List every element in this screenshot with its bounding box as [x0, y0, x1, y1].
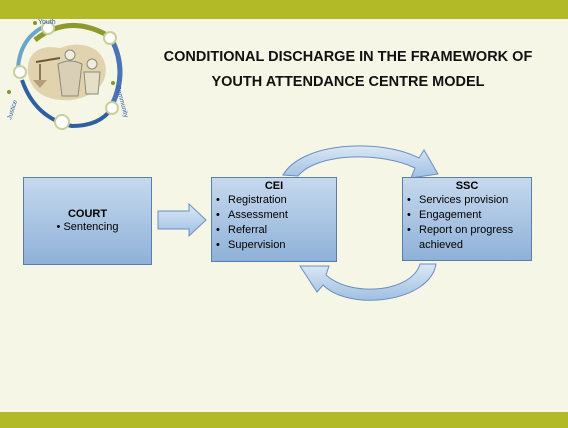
- cei-box: CEI Registration Assessment Referral Sup…: [211, 177, 337, 262]
- ssc-title: SSC: [455, 180, 479, 192]
- svg-text:Youth: Youth: [38, 19, 56, 26]
- youth-justice-community-logo: Youth Justice Community: [6, 19, 130, 130]
- page-title: CONDITIONAL DISCHARGE IN THE FRAMEWORK O…: [140, 45, 556, 95]
- list-item: Services provision: [407, 193, 531, 208]
- cei-to-ssc-curved-arrow: [282, 145, 439, 179]
- list-item: Engagement: [407, 208, 531, 223]
- list-item: Assessment: [216, 208, 336, 223]
- court-to-cei-arrow: [157, 202, 207, 238]
- court-item-label: Sentencing: [63, 221, 119, 233]
- court-box: COURT • Sentencing: [23, 177, 152, 265]
- title-line-1: CONDITIONAL DISCHARGE IN THE FRAMEWORK O…: [163, 49, 533, 65]
- list-item: Registration: [216, 193, 336, 208]
- court-item-sentencing: • Sentencing: [56, 221, 119, 233]
- ssc-to-cei-curved-arrow: [299, 263, 437, 301]
- ssc-item-list: Services provision Engagement Report on …: [403, 192, 531, 253]
- title-line-2: YOUTH ATTENDANCE CENTRE MODEL: [211, 74, 485, 90]
- ssc-box: SSC Services provision Engagement Report…: [402, 177, 532, 261]
- bottom-accent-bar: [0, 412, 568, 428]
- list-item: Report on progress achieved: [407, 223, 531, 253]
- cei-title: CEI: [264, 180, 284, 192]
- court-title: COURT: [67, 208, 108, 220]
- list-item: Referral: [216, 223, 336, 238]
- top-accent-bar: [0, 0, 568, 19]
- cei-item-list: Registration Assessment Referral Supervi…: [212, 192, 336, 253]
- list-item: Supervision: [216, 238, 336, 253]
